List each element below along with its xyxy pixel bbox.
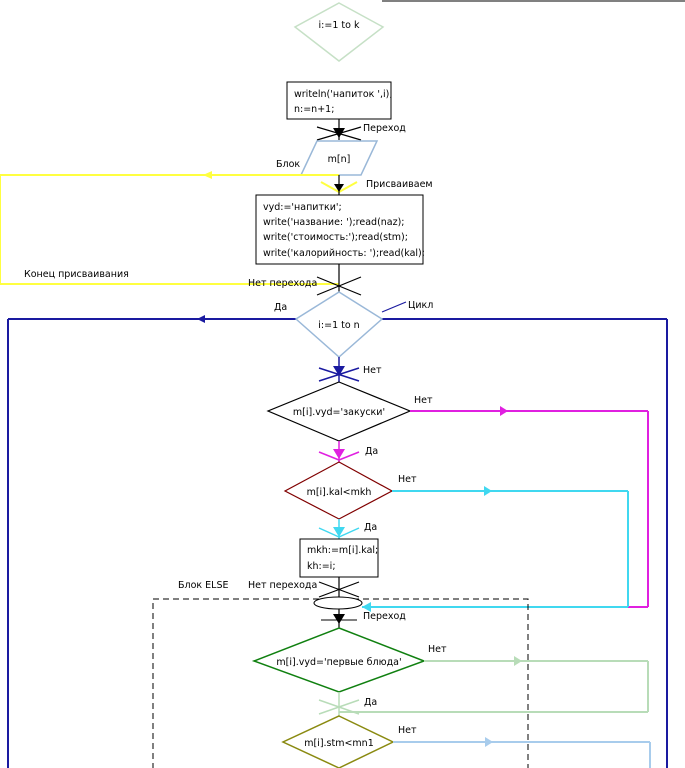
read-line-1: vyd:='напитки'; — [263, 202, 342, 213]
cond-kal-text: m[i].kal<mkh — [307, 487, 372, 498]
label-yes-2: Да — [365, 446, 378, 457]
label-block: Блок — [276, 159, 300, 170]
read-line-4: write('калорийность: ');read(kal); — [263, 248, 425, 259]
io-block-text: m[n] — [328, 154, 351, 165]
label-no-transition-1: Нет перехода — [248, 278, 317, 289]
else-block — [152, 598, 529, 768]
label-yes-4: Да — [364, 697, 377, 708]
writeln-line-1: writeln('напиток ',i); — [294, 89, 393, 100]
label-no-2: Нет — [414, 395, 433, 406]
cond-snacks-text: m[i].vyd='закуски' — [293, 407, 385, 418]
assign-block[interactable] — [299, 538, 379, 578]
read-line-3: write('стоимость:');read(stm); — [263, 232, 408, 243]
label-assign: Присваиваем — [366, 179, 433, 190]
label-no-1: Нет — [363, 365, 382, 376]
writeln-line-2: n:=n+1; — [294, 104, 334, 115]
merge-connector[interactable] — [313, 596, 363, 610]
label-transition-2: Переход — [363, 611, 406, 622]
loop-top-diamond[interactable] — [293, 2, 385, 62]
loop-mid-text: i:=1 to n — [318, 320, 359, 331]
label-cycle: Цикл — [408, 300, 433, 311]
label-yes-3: Да — [364, 522, 377, 533]
read-block[interactable] — [255, 194, 424, 265]
read-line-2: write('название: ');read(naz); — [263, 217, 405, 228]
label-else-block: Блок ELSE — [178, 580, 229, 591]
label-no-3: Нет — [398, 474, 417, 485]
assign-line-1: mkh:=m[i].kal; — [307, 545, 378, 556]
label-no-5: Нет — [398, 725, 417, 736]
label-end-assign: Конец присваивания — [24, 269, 129, 280]
cond-stm-text: m[i].stm<mn1 — [304, 738, 374, 749]
cond-stm-diamond[interactable] — [281, 715, 395, 768]
label-no-transition-2: Нет перехода — [248, 580, 317, 591]
label-no-4: Нет — [428, 644, 447, 655]
label-transition: Переход — [363, 123, 406, 134]
cond-first-text: m[i].vyd='первые блюда' — [276, 657, 401, 668]
assign-line-2: kh:=i; — [307, 561, 336, 572]
loop-top-text: i:=1 to k — [319, 20, 360, 31]
io-block[interactable] — [299, 140, 379, 176]
label-yes-1: Да — [274, 302, 287, 313]
